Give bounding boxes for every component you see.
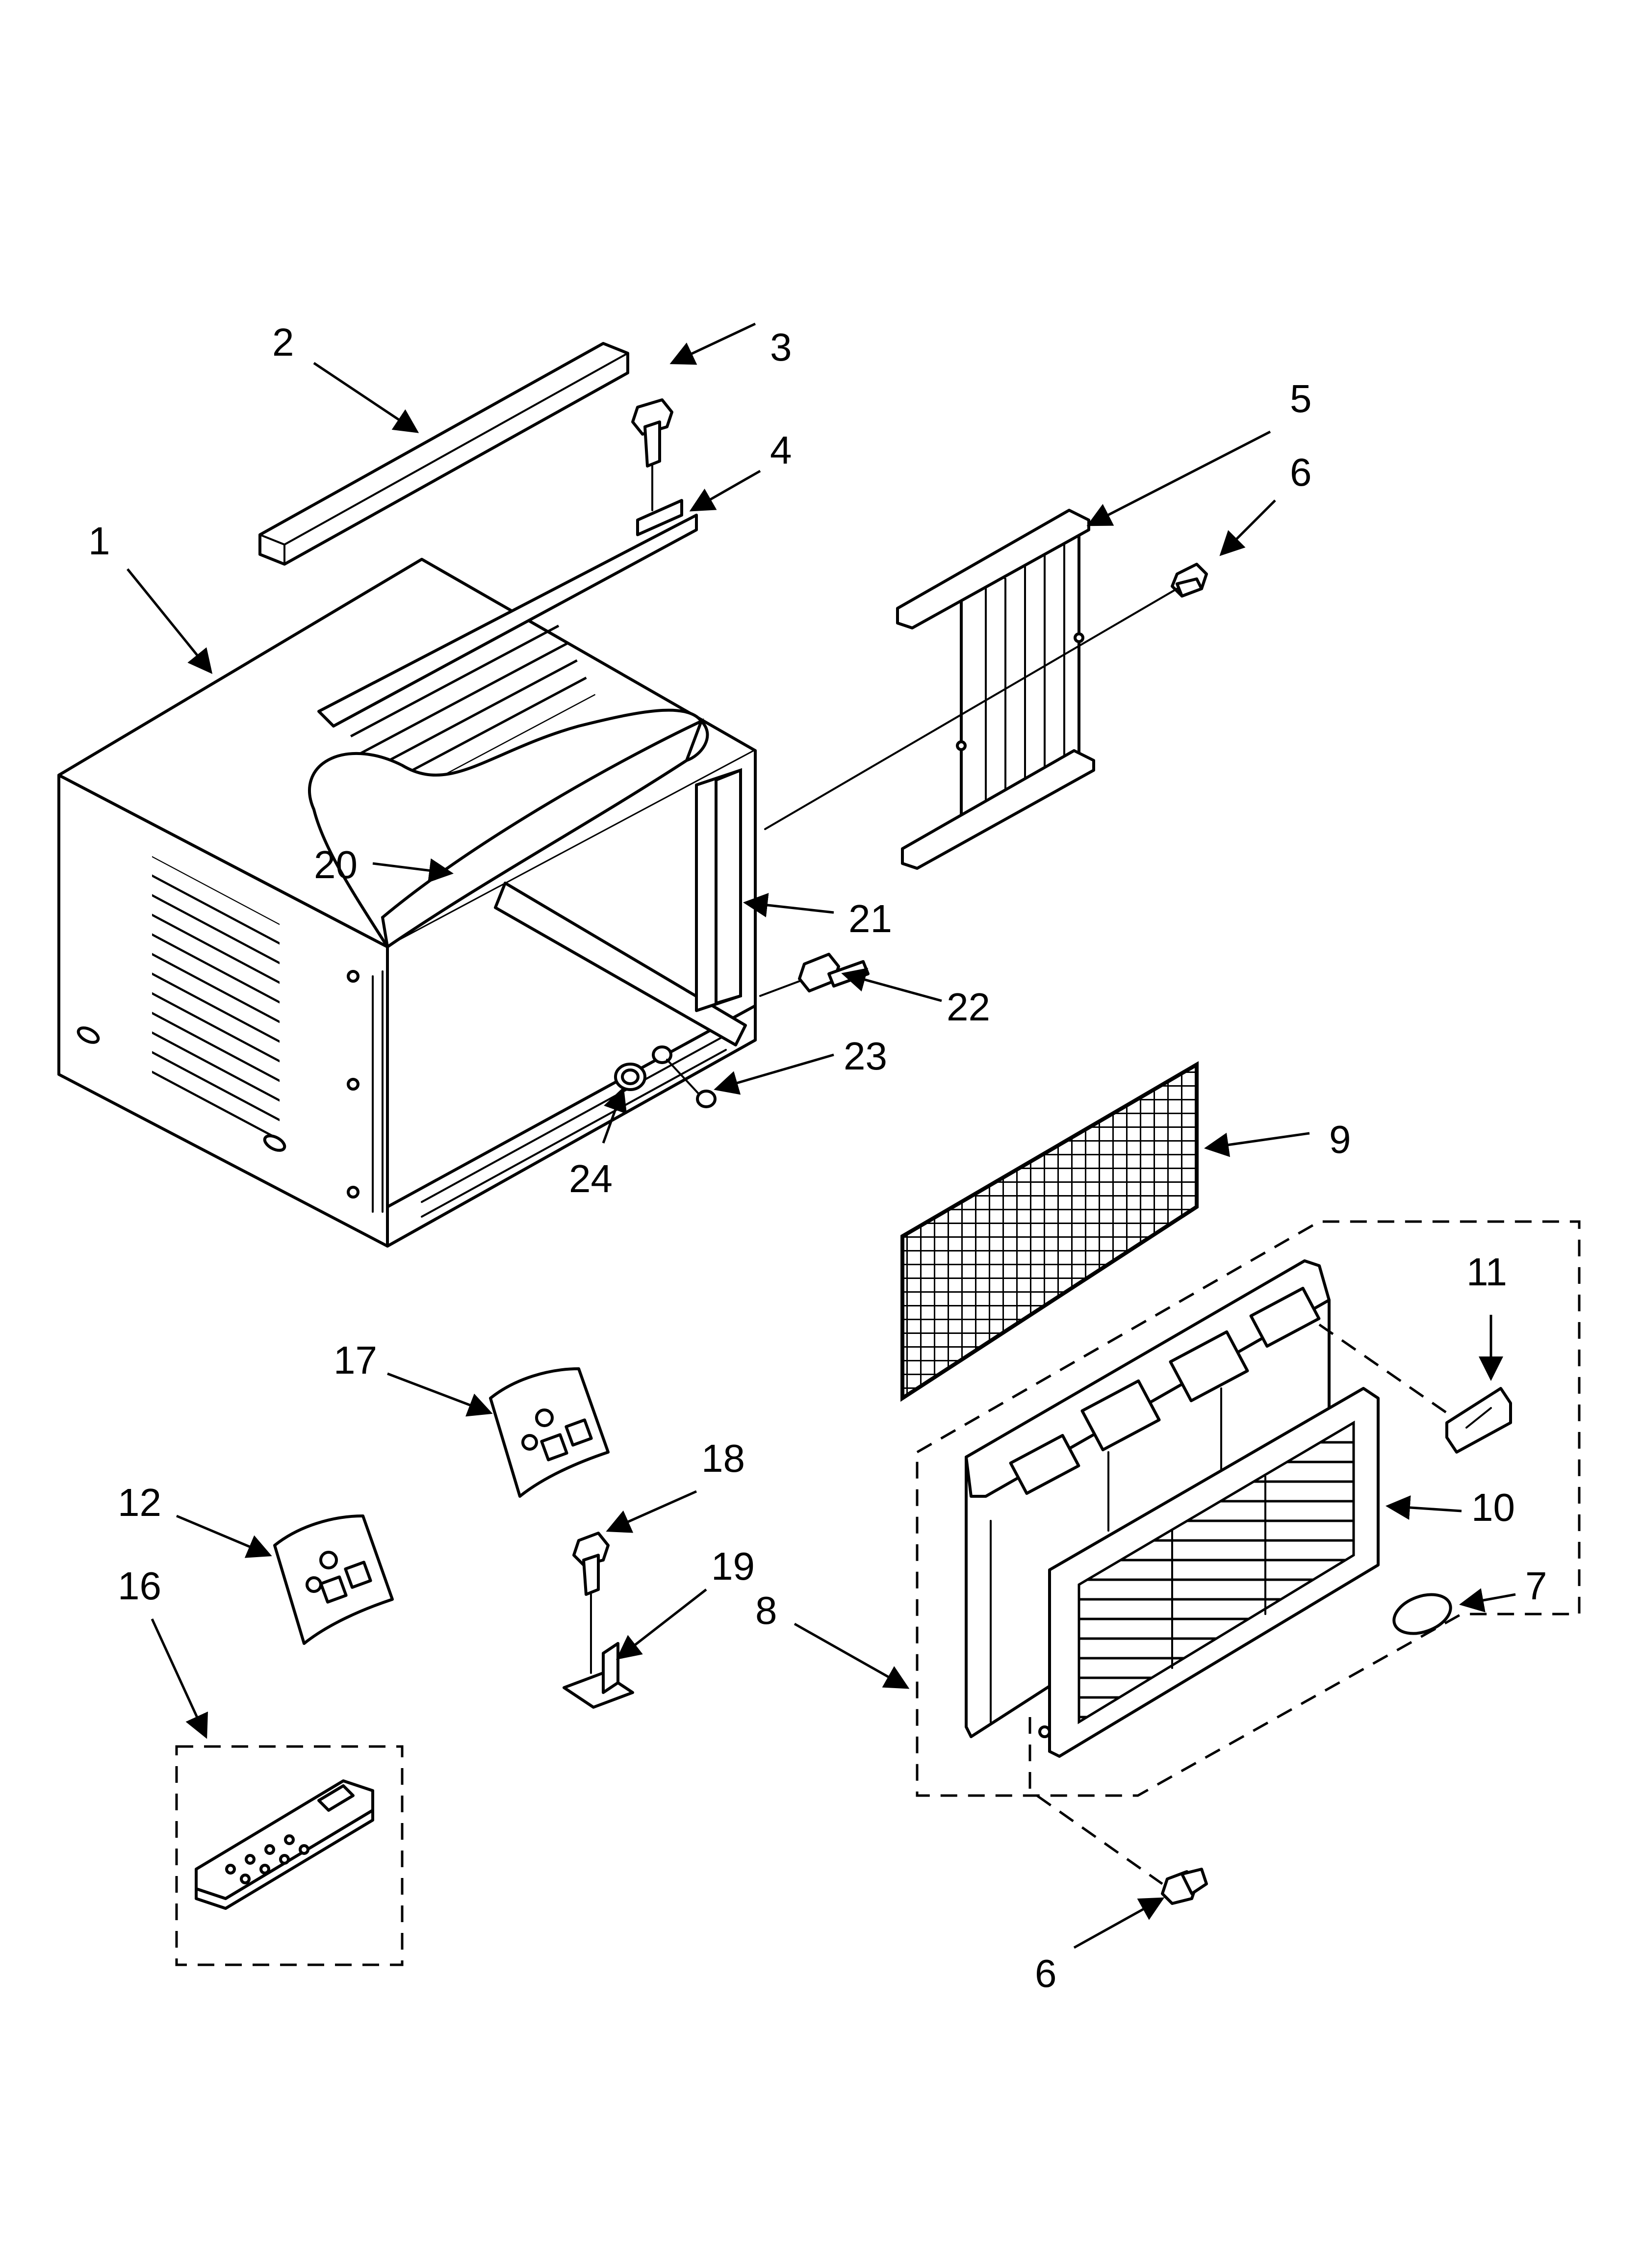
side-foam-part: [695, 768, 742, 1012]
screw-front-part: [1161, 1868, 1208, 1905]
remote-boundary: [175, 1745, 404, 1966]
callout-24: 24: [569, 1157, 613, 1200]
callout-2: 2: [272, 320, 294, 364]
callout-9: 9: [1329, 1118, 1351, 1161]
grommet-part: [614, 1063, 646, 1091]
callout-5: 5: [1290, 377, 1312, 420]
washer-part: [652, 1045, 717, 1108]
vent-knob-part: [1445, 1387, 1512, 1454]
screw-panel-part: [1171, 563, 1208, 598]
callout-22: 22: [947, 985, 990, 1029]
foam-seal-part: [308, 708, 709, 950]
screw-part: [798, 953, 870, 992]
top-channel: [317, 514, 698, 728]
cabinet-louvers: [152, 856, 280, 1150]
bracket-12-part: [273, 1514, 394, 1645]
callout-6-top: 6: [1290, 450, 1312, 494]
bracket-17-part: [489, 1367, 610, 1498]
callout-labels: 1 2 3 4 5 6 20 21 22 23 24 9 11 17 18 19…: [88, 320, 1547, 1995]
callout-20: 20: [314, 843, 358, 886]
screw-top-part: [631, 398, 673, 468]
leader-lines: [127, 322, 1516, 1949]
remote-part: [195, 1779, 374, 1910]
callout-18: 18: [701, 1436, 745, 1480]
callout-16: 16: [118, 1564, 161, 1608]
callout-23: 23: [844, 1034, 887, 1078]
callout-17: 17: [334, 1338, 377, 1382]
callout-11: 11: [1466, 1250, 1507, 1294]
callout-8: 8: [755, 1589, 777, 1632]
callout-10: 10: [1471, 1486, 1515, 1529]
cabinet-part: [57, 558, 757, 1248]
filter-part: [900, 1061, 1199, 1402]
callout-19: 19: [711, 1544, 755, 1588]
gasket-strip-part: [636, 499, 683, 536]
front-assembly-boundary: [916, 1220, 1581, 1797]
callout-7: 7: [1525, 1564, 1547, 1608]
callout-12: 12: [118, 1481, 161, 1524]
callout-3: 3: [770, 325, 792, 369]
side-panel-part: [896, 509, 1095, 870]
bracket-19-part: [563, 1642, 634, 1709]
callout-6-bottom: 6: [1035, 1952, 1057, 1995]
top-rail-part: [258, 342, 629, 566]
callout-4: 4: [770, 428, 792, 472]
grille-part: [1038, 1387, 1380, 1758]
callout-21: 21: [848, 897, 892, 940]
oval-cap-part: [1392, 1593, 1452, 1635]
callout-1: 1: [88, 519, 110, 563]
cabinet-top-louvers: [346, 617, 596, 806]
screw-18-part: [572, 1532, 610, 1596]
